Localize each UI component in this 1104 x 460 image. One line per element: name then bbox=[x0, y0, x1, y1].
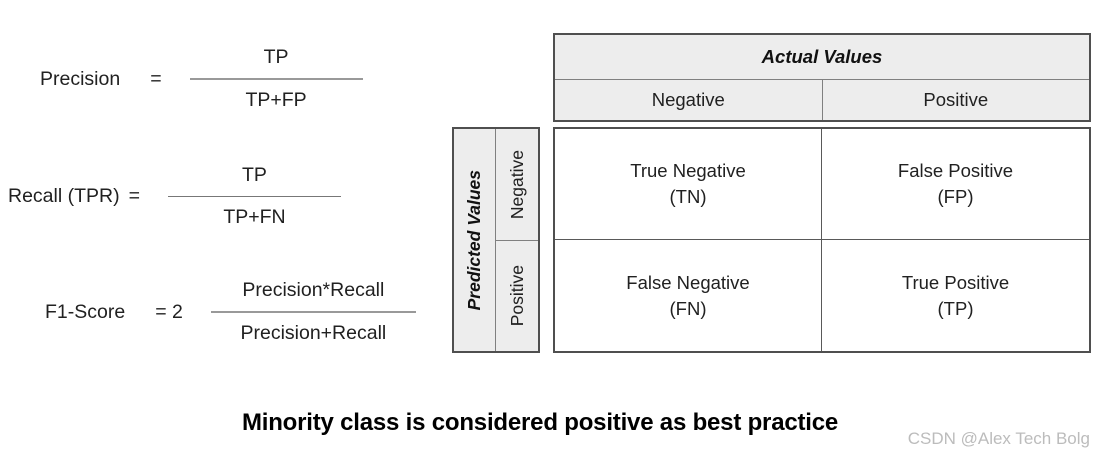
recall-numerator: TP bbox=[167, 164, 341, 197]
f1-score-denominator: Precision+Recall bbox=[240, 322, 387, 344]
recall-denominator: TP+FN bbox=[223, 206, 286, 228]
cell-false-positive-line1: False Positive bbox=[897, 160, 1014, 181]
recall-equals-sign: = bbox=[128, 185, 140, 207]
f1-score-equals-sign: = 2 bbox=[155, 300, 183, 323]
predicted-negative-row: Negative bbox=[496, 129, 538, 241]
cell-true-negative-line2: (TN) bbox=[669, 186, 707, 207]
precision-fraction: TP TP+FP bbox=[189, 46, 363, 112]
actual-positive-label: Positive bbox=[923, 89, 989, 110]
predicted-values-title-column: Predicted Values bbox=[454, 129, 496, 351]
recall-fraction: TP TP+FN bbox=[167, 164, 341, 229]
cell-false-positive: False Positive (FP) bbox=[822, 129, 1089, 240]
f1-score-label: F1-Score bbox=[45, 300, 126, 323]
precision-label: Precision bbox=[40, 67, 121, 90]
f1-score-fraction: Precision*Recall Precision+Recall bbox=[210, 279, 416, 345]
f1-score-numerator: Precision*Recall bbox=[210, 279, 416, 313]
predicted-values-title: Predicted Values bbox=[464, 169, 484, 311]
recall-label: Recall (TPR) bbox=[8, 185, 120, 207]
predicted-values-row-labels: Negative Positive bbox=[496, 129, 538, 351]
recall-formula: Recall (TPR) = TP TP+FN bbox=[8, 164, 341, 229]
confusion-matrix-grid: True Negative (TN) False Positive (FP) F… bbox=[553, 127, 1091, 353]
cell-true-negative-line1: True Negative bbox=[630, 160, 746, 181]
actual-values-title: Actual Values bbox=[555, 35, 1089, 80]
precision-equals-sign: = bbox=[150, 67, 162, 90]
cell-false-negative-line1: False Negative bbox=[626, 271, 750, 293]
predicted-negative-label: Negative bbox=[506, 149, 527, 219]
precision-numerator: TP bbox=[189, 46, 363, 80]
cell-true-positive-line1: True Positive bbox=[901, 271, 1010, 293]
f1-score-formula: F1-Score = 2 Precision*Recall Precision+… bbox=[45, 279, 416, 345]
cell-false-negative-line2: (FN) bbox=[669, 297, 707, 319]
cell-false-negative: False Negative (FN) bbox=[555, 240, 822, 351]
cell-true-negative: True Negative (TN) bbox=[555, 129, 822, 240]
cell-true-positive: True Positive (TP) bbox=[822, 240, 1089, 351]
cell-true-positive-line2: (TP) bbox=[937, 297, 974, 319]
caption-text: Minority class is considered positive as… bbox=[241, 409, 839, 436]
precision-denominator: TP+FP bbox=[245, 89, 307, 111]
watermark-text: CSDN @Alex Tech Bolg bbox=[907, 429, 1090, 448]
precision-formula: Precision = TP TP+FP bbox=[40, 46, 363, 112]
cell-false-positive-line2: (FP) bbox=[937, 186, 974, 207]
predicted-values-header-block: Predicted Values Negative Positive bbox=[452, 127, 540, 353]
actual-values-header-block: Actual Values Negative Positive bbox=[553, 33, 1091, 122]
actual-negative-label: Negative bbox=[555, 80, 823, 120]
actual-values-column-labels: Negative Positive bbox=[555, 80, 1089, 120]
predicted-positive-row: Positive bbox=[496, 241, 538, 352]
predicted-positive-label: Positive bbox=[506, 265, 527, 327]
